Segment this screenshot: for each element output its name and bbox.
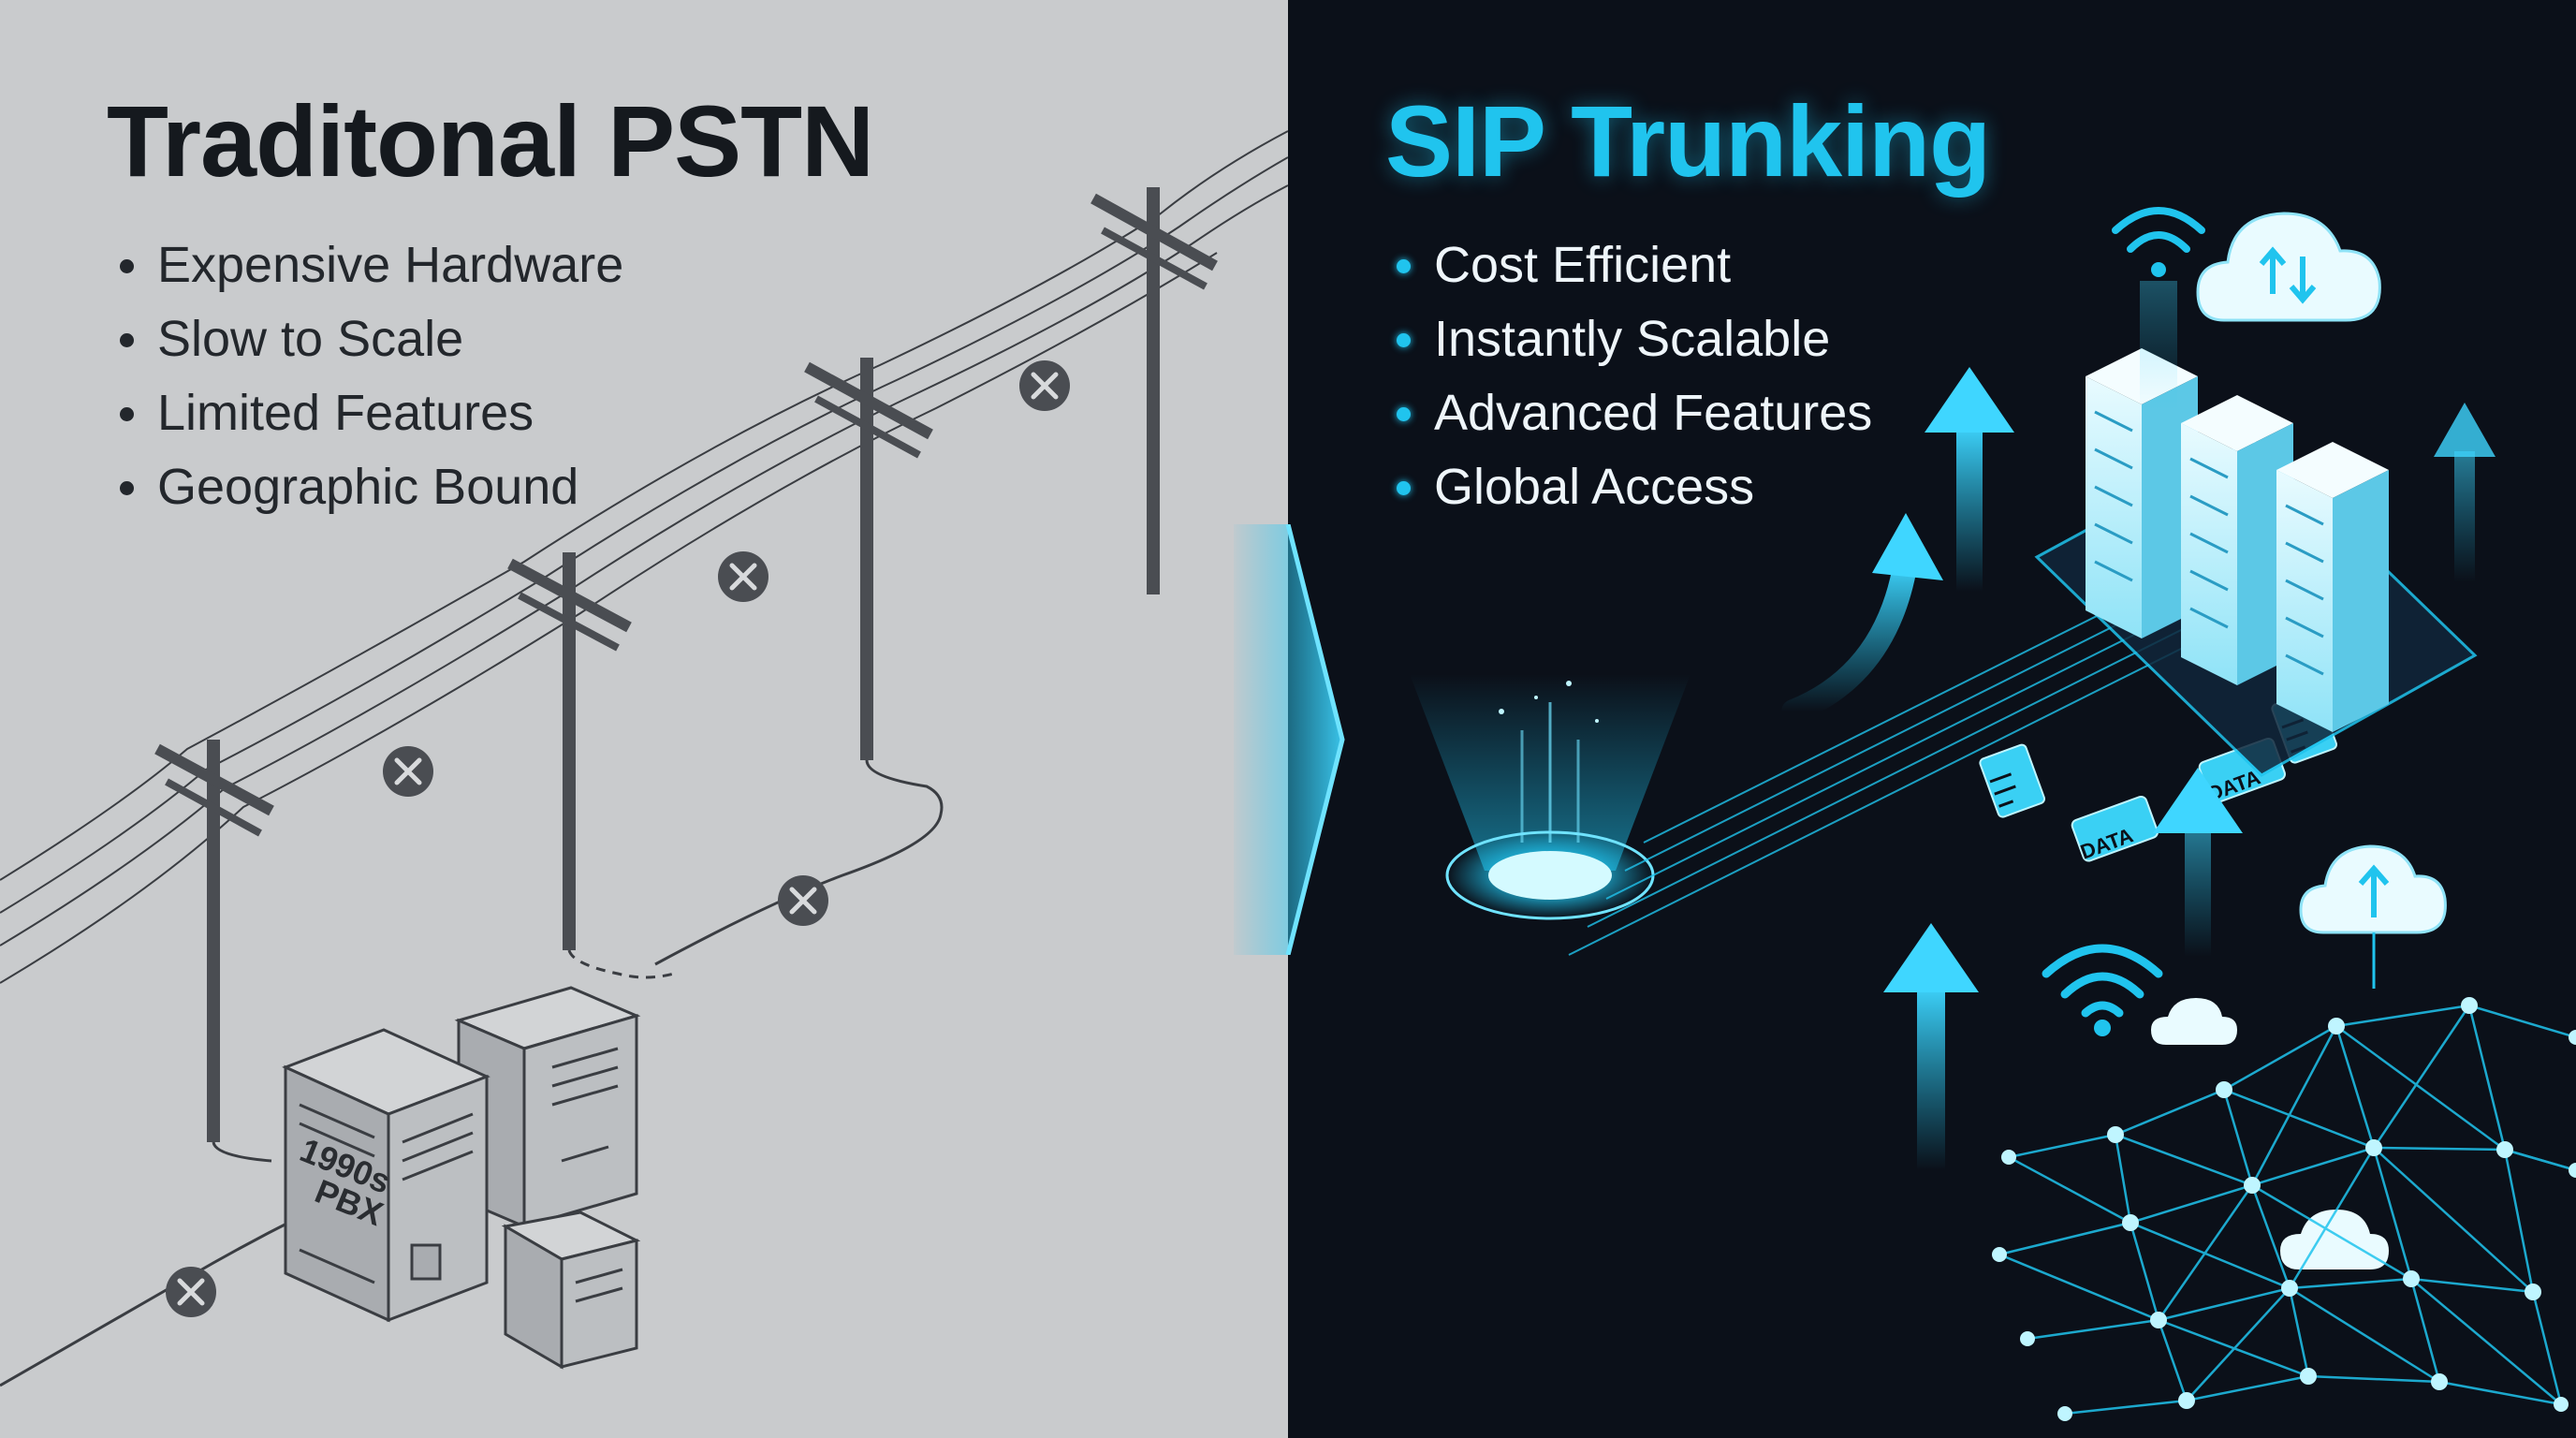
wifi-icon — [2042, 944, 2163, 1036]
pstn-illustration: 1990s PBX — [0, 130, 1288, 1387]
bullet-dot-icon — [1397, 481, 1411, 495]
pstn-bullet-item: Limited Features — [116, 376, 623, 450]
portal-icon — [1410, 674, 1690, 920]
broken-connection-icon — [383, 746, 433, 797]
pstn-bullet-text: Geographic Bound — [157, 459, 579, 515]
globe-network-icon — [1992, 997, 2576, 1421]
pstn-title: Traditonal PSTN — [107, 84, 874, 198]
cloud-icon — [2151, 998, 2237, 1045]
bullet-dot-icon — [120, 407, 134, 421]
utility-pole-icon — [507, 552, 632, 950]
sip-bullet-item: Instantly Scalable — [1393, 302, 1872, 376]
sip-title: SIP Trunking — [1385, 84, 1991, 198]
pstn-bullet-item: Geographic Bound — [116, 450, 623, 524]
sip-bullet-item: Global Access — [1393, 450, 1872, 524]
sip-bullet-item: Advanced Features — [1393, 376, 1872, 450]
chevron-right-icon — [1234, 524, 1345, 955]
up-arrow-icon — [1883, 923, 1979, 1170]
utility-pole-icon — [154, 740, 274, 1142]
pstn-bullet-text: Limited Features — [157, 385, 534, 441]
server-rack-icon — [2276, 442, 2389, 732]
sip-bullet-item: Cost Efficient — [1393, 228, 1872, 302]
broken-connection-icon — [1019, 360, 1070, 411]
bullet-dot-icon — [120, 259, 134, 273]
broken-connection-icon — [718, 551, 768, 602]
curved-arrow-icon — [1781, 513, 1943, 724]
pstn-bullet-item: Expensive Hardware — [116, 228, 623, 302]
broken-connection-icon — [166, 1267, 216, 1317]
sip-bullet-text: Advanced Features — [1434, 385, 1873, 441]
bullet-dot-icon — [1397, 333, 1411, 347]
document-icon — [1979, 743, 2046, 818]
pstn-bullet-list: Expensive Hardware Slow to Scale Limited… — [116, 228, 623, 524]
cloud-upload-icon — [2299, 844, 2447, 989]
pstn-bullet-item: Slow to Scale — [116, 302, 623, 376]
pstn-bullet-text: Expensive Hardware — [157, 237, 624, 293]
sip-panel: DATA DATA — [1288, 0, 2576, 1438]
sip-bullet-list: Cost Efficient Instantly Scalable Advanc… — [1393, 228, 1872, 524]
up-arrow-icon — [2434, 403, 2496, 582]
sip-bullet-text: Instantly Scalable — [1434, 311, 1831, 367]
pstn-bullet-text: Slow to Scale — [157, 311, 464, 367]
bullet-dot-icon — [120, 481, 134, 495]
bullet-dot-icon — [120, 333, 134, 347]
utility-pole-icon — [804, 358, 933, 760]
bullet-dot-icon — [1397, 259, 1411, 273]
sip-bullet-text: Global Access — [1434, 459, 1755, 515]
utility-pole-icon — [1090, 187, 1218, 594]
up-arrow-icon — [2153, 768, 2243, 957]
broken-connection-icon — [778, 875, 828, 926]
up-arrow-icon — [1925, 367, 2014, 592]
pbx-server-icon — [282, 1028, 490, 1323]
small-server-icon — [501, 1211, 641, 1370]
sip-illustration: DATA DATA — [1410, 207, 2576, 1421]
bullet-dot-icon — [1397, 407, 1411, 421]
cloud-icon — [2280, 1210, 2389, 1269]
wifi-icon — [2112, 207, 2205, 412]
pstn-panel: 1990s PBX Traditonal PSTN Expensive Hard… — [0, 0, 1288, 1438]
data-badge-icon: DATA — [2071, 795, 2159, 864]
cloud-sync-icon — [2196, 212, 2381, 322]
sip-bullet-text: Cost Efficient — [1434, 237, 1732, 293]
